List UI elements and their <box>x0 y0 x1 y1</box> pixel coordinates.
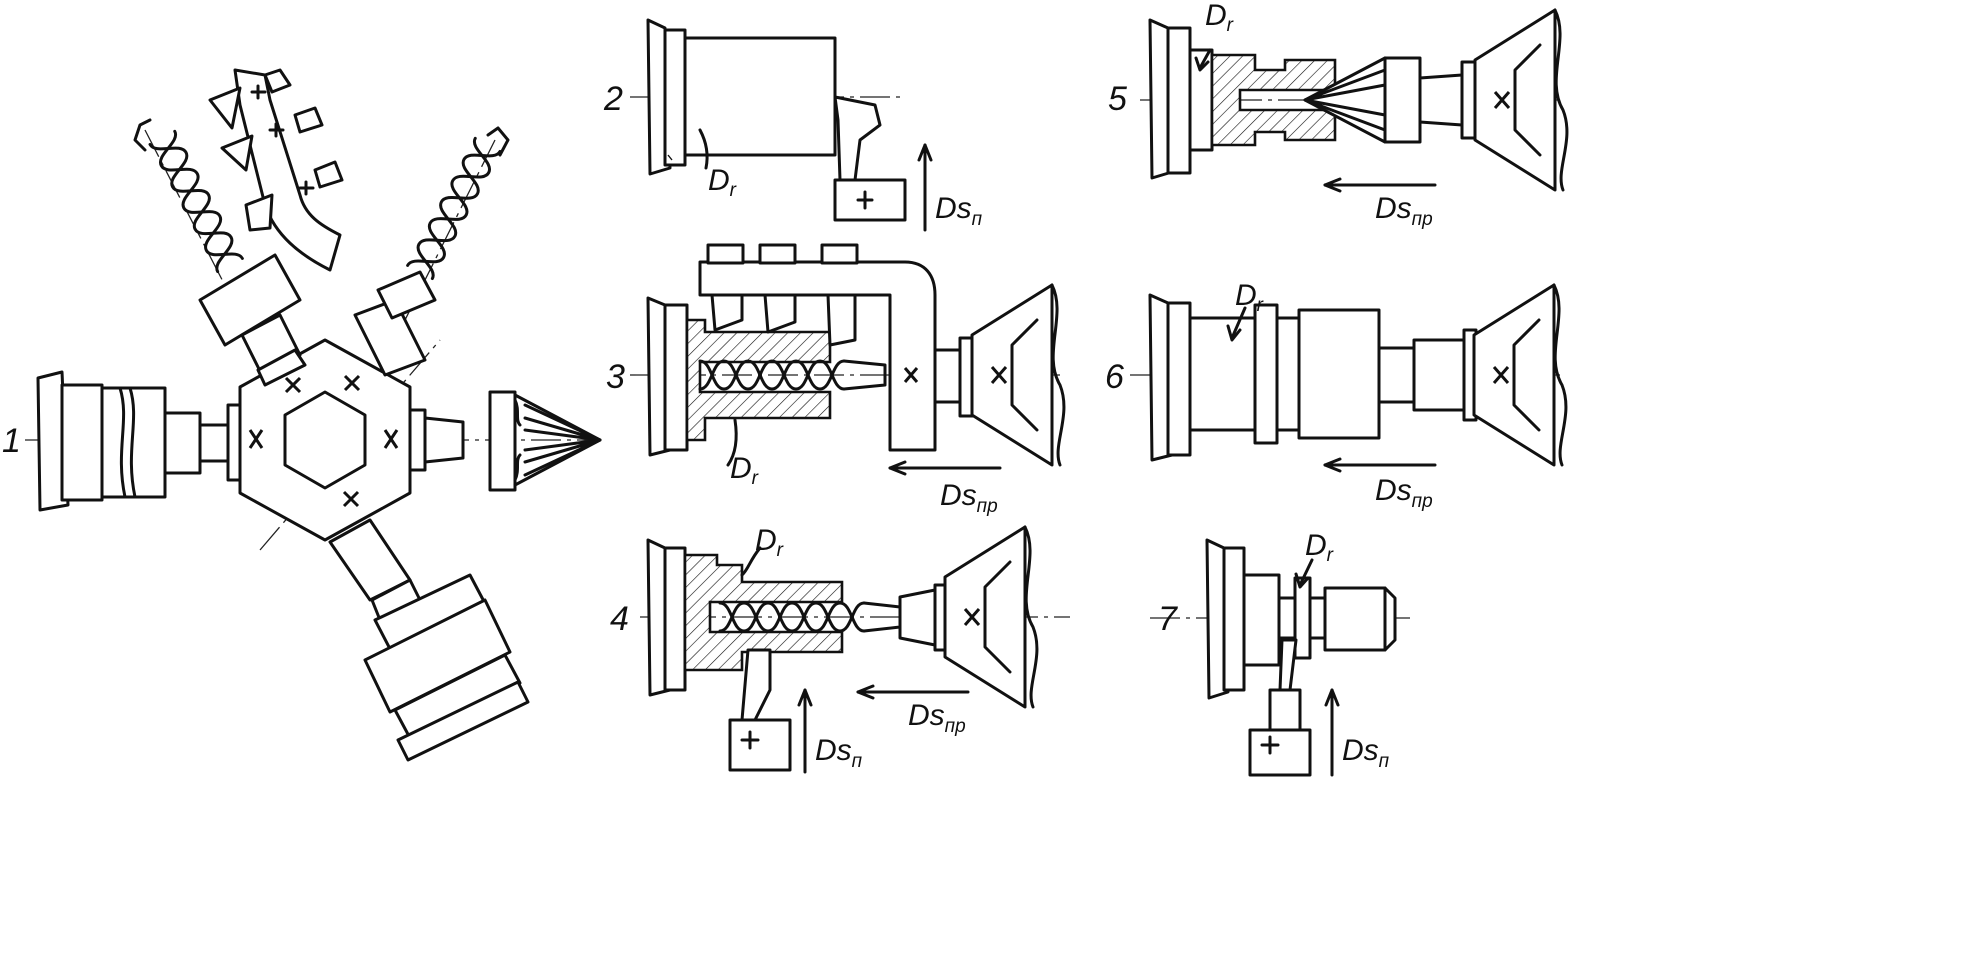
station-number-3: 3 <box>606 358 625 396</box>
main-motion-label: Dr <box>1235 279 1264 316</box>
station-3-drilling <box>630 243 1066 476</box>
station-4-drilling <box>640 525 1070 774</box>
station-number-4: 4 <box>610 600 629 638</box>
station-2-facing <box>630 18 933 232</box>
main-motion-label: Dr <box>1205 0 1234 36</box>
longitudinal-feed-label: Dsпр <box>1375 192 1433 230</box>
station-numbers: 1 2 3 4 5 6 7 <box>2 80 1178 638</box>
main-motion-label: Dr <box>730 452 759 489</box>
main-motion-label: Dr <box>1305 529 1334 566</box>
main-motion-label: Dr <box>755 524 784 561</box>
station-number-6: 6 <box>1105 358 1124 396</box>
cross-feed-label: Dsп <box>935 192 983 230</box>
station-number-7: 7 <box>1158 600 1178 638</box>
cross-feed-label: Dsп <box>1342 734 1390 772</box>
station-7-parting <box>1150 538 1410 777</box>
motion-labels: Dr Dsп Dr Dsпр Dr Dsпр Dsп Dr Dsпр Dr Ds… <box>708 0 1433 772</box>
station-6-turning <box>1130 283 1568 473</box>
station-1-turret <box>25 68 602 762</box>
longitudinal-feed-label: Dsпр <box>1375 474 1433 512</box>
station-number-1: 1 <box>2 422 21 460</box>
cross-feed-label: Dsп <box>815 734 863 772</box>
main-motion-label: Dr <box>708 164 737 201</box>
station-number-2: 2 <box>603 80 623 118</box>
longitudinal-feed-label: Dsпр <box>908 699 966 737</box>
station-5-chamfer <box>1140 8 1569 193</box>
station-number-5: 5 <box>1108 80 1127 118</box>
longitudinal-feed-label: Dsпр <box>940 479 998 517</box>
